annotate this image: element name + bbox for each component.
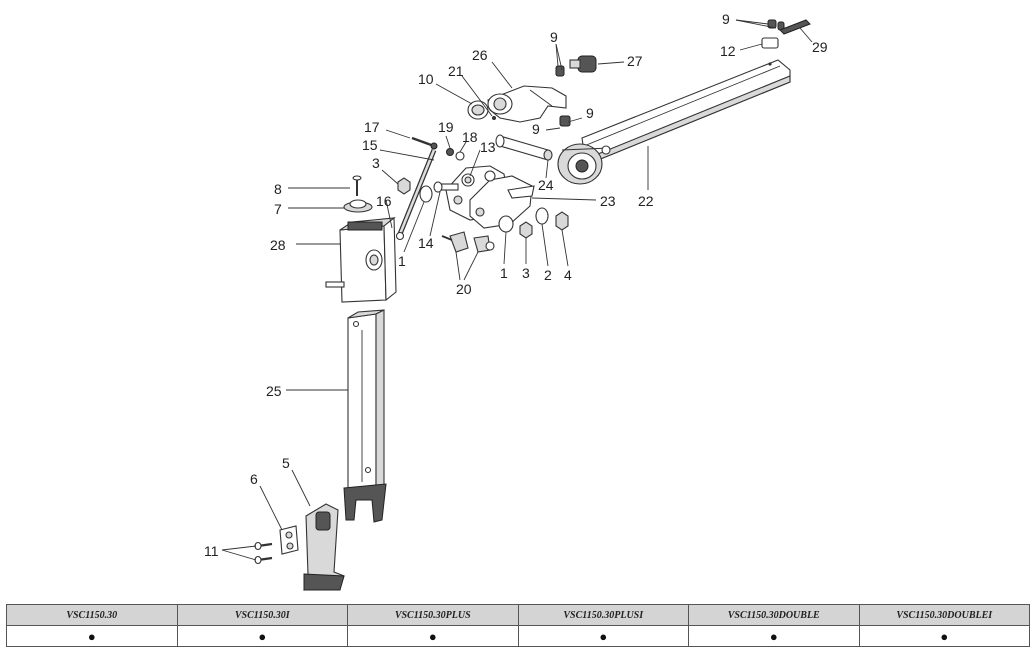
model-header: VSC1150.30 <box>6 604 178 626</box>
part-1-washer-lower <box>498 215 514 233</box>
callout-27: 27 <box>627 53 643 69</box>
table-row: ● ● ● ● ● ● <box>6 625 1030 647</box>
model-header: VSC1150.30DOUBLE <box>688 604 860 626</box>
callout-28: 28 <box>270 237 286 253</box>
table-header-row: VSC1150.30 VSC1150.30I VSC1150.30PLUS VS… <box>6 604 1030 626</box>
callout-1: 1 <box>500 265 508 281</box>
parts-11-screws <box>254 541 273 565</box>
part-4-nut <box>555 211 569 231</box>
part-27-knob <box>569 55 597 73</box>
callout-3: 3 <box>372 155 380 171</box>
callout-labels: 9 12 29 26 9 27 10 21 9 9 17 19 18 15 13… <box>204 11 828 559</box>
callout-18: 18 <box>462 129 478 145</box>
callout-16: 16 <box>376 193 392 209</box>
applicability-mark: ● <box>858 625 1030 647</box>
part-29-strap <box>779 19 811 35</box>
callout-21: 21 <box>448 63 464 79</box>
model-header: VSC1150.30PLUS <box>347 604 519 626</box>
callout-26: 26 <box>472 47 488 63</box>
part-21-pin <box>492 116 496 120</box>
part-18-washer <box>455 151 465 161</box>
part-2-washer <box>535 207 549 225</box>
applicability-mark: ● <box>6 625 178 647</box>
parts-20-latches <box>441 231 495 253</box>
model-header: VSC1150.30PLUSI <box>517 604 689 626</box>
part-12-plate <box>761 37 779 49</box>
part-28-housing <box>325 216 397 303</box>
arm-end-knob <box>557 143 611 185</box>
callout-9: 9 <box>722 11 730 27</box>
callout-15: 15 <box>362 137 378 153</box>
part-14-bolt <box>433 181 459 193</box>
part-24-shaft <box>495 134 553 161</box>
part-17-screw <box>411 136 438 150</box>
part-19-nut <box>446 148 454 156</box>
callout-9: 9 <box>550 29 558 45</box>
callout-19: 19 <box>438 119 454 135</box>
part-13-23-plates <box>445 165 535 229</box>
part-3-nut-lower <box>519 221 533 239</box>
callout-1: 1 <box>398 253 406 269</box>
model-header: VSC1150.30I <box>176 604 348 626</box>
callout-9: 9 <box>532 121 540 137</box>
leader-lines <box>221 19 813 561</box>
part-10-ring <box>467 100 489 120</box>
callout-17: 17 <box>364 119 380 135</box>
callout-13: 13 <box>480 139 496 155</box>
part-6-plate <box>279 525 299 555</box>
part-3-nut-top <box>397 177 411 195</box>
part-8-bolt <box>352 175 362 196</box>
callout-22: 22 <box>638 193 654 209</box>
callout-9: 9 <box>586 105 594 121</box>
part-7-cap <box>343 199 373 213</box>
part-25-vertical-tube <box>343 309 387 523</box>
callout-20: 20 <box>456 281 472 297</box>
model-compatibility-table: VSC1150.30 VSC1150.30I VSC1150.30PLUS VS… <box>6 604 1030 647</box>
part-15-gas-spring <box>395 149 437 241</box>
part-5-foot <box>303 503 345 591</box>
callout-23: 23 <box>600 193 616 209</box>
applicability-mark: ● <box>347 625 519 647</box>
callout-7: 7 <box>274 201 282 217</box>
callout-3: 3 <box>522 265 530 281</box>
callout-2: 2 <box>544 267 552 283</box>
callout-8: 8 <box>274 181 282 197</box>
callout-24: 24 <box>538 177 554 193</box>
callout-4: 4 <box>564 267 572 283</box>
callout-14: 14 <box>418 235 434 251</box>
part-1-washer-upper <box>419 185 433 203</box>
callout-12: 12 <box>720 43 736 59</box>
model-header: VSC1150.30DOUBLEI <box>858 604 1030 626</box>
callout-11: 11 <box>204 543 219 559</box>
applicability-mark: ● <box>688 625 860 647</box>
applicability-mark: ● <box>517 625 689 647</box>
part-22-arm-tube <box>581 59 791 161</box>
applicability-mark: ● <box>176 625 348 647</box>
callout-10: 10 <box>418 71 434 87</box>
callout-5: 5 <box>282 455 290 471</box>
callout-29: 29 <box>812 39 828 55</box>
part-26-top-bracket <box>487 85 567 123</box>
callout-6: 6 <box>250 471 258 487</box>
callout-25: 25 <box>266 383 282 399</box>
exploded-parts-diagram: 9 12 29 26 9 27 10 21 9 9 17 19 18 15 13… <box>204 11 828 591</box>
